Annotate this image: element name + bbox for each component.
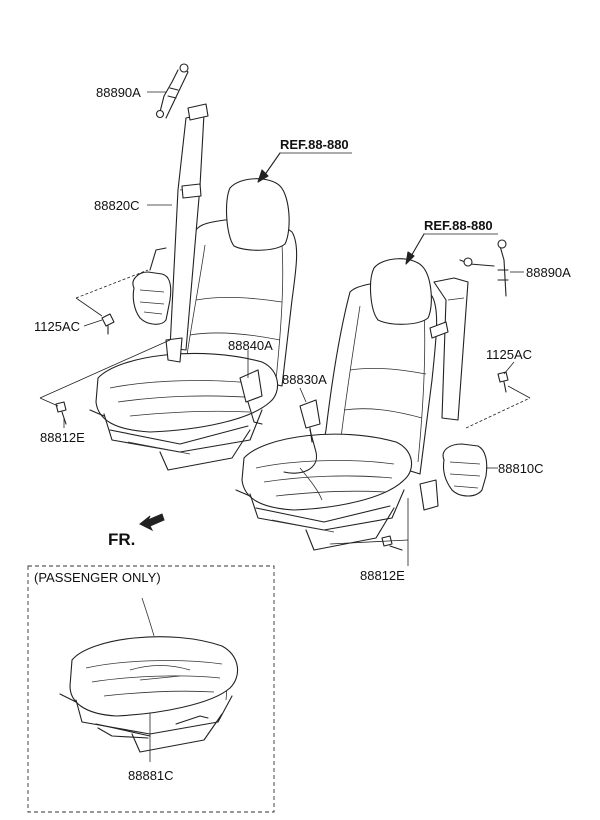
- inset-frame: [27, 565, 275, 813]
- label-1125ac-right: 1125AC: [486, 347, 532, 362]
- label-88890a-right: 88890A: [526, 265, 571, 280]
- label-88881c: 88881C: [128, 768, 174, 783]
- label-88812e-left: 88812E: [40, 430, 85, 445]
- leader-lines: [39, 91, 531, 762]
- label-88812e-right: 88812E: [360, 568, 405, 583]
- ref-label-left: REF.88-880: [280, 137, 349, 152]
- label-88810c: 88810C: [498, 461, 544, 476]
- label-1125ac-left: 1125AC: [34, 319, 80, 334]
- label-88820c: 88820C: [94, 198, 140, 213]
- inset-passenger-cushion: [59, 597, 239, 753]
- label-88830a: 88830A: [282, 372, 327, 387]
- ref-arrow-left: [257, 152, 352, 183]
- front-direction-label: FR.: [108, 530, 135, 549]
- label-88890a-left: 88890A: [96, 85, 141, 100]
- front-direction-arrow: [139, 513, 165, 532]
- right-belt-assembly: [381, 239, 509, 551]
- ref-label-right: REF.88-880: [424, 218, 493, 233]
- inset-title: (PASSENGER ONLY): [34, 570, 161, 585]
- left-belt-assembly: [55, 63, 263, 425]
- right-seat: [235, 258, 438, 551]
- ref-arrow-right: [405, 233, 498, 265]
- label-88840a: 88840A: [228, 338, 273, 353]
